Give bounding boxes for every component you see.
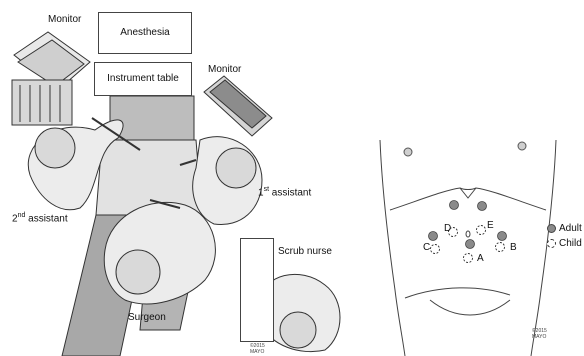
adult-port-e xyxy=(478,202,487,211)
legend-child: Child xyxy=(547,238,582,249)
port-label-e: E xyxy=(487,220,494,231)
child-port-e xyxy=(477,226,486,235)
adult-port-b xyxy=(498,232,507,241)
monitor-left-label: Monitor xyxy=(48,14,81,25)
second-assistant-label: 2nd assistant xyxy=(12,210,68,224)
port-map-panel: D E C B A Adult Child ©2015 MAYO xyxy=(360,0,584,356)
scrub-nurse-table-box xyxy=(240,238,274,342)
operating-room-mayo: MAYO xyxy=(250,349,264,355)
adult-port-a xyxy=(466,240,475,249)
adult-port-c xyxy=(429,232,438,241)
surgeon-label: Surgeon xyxy=(128,312,166,323)
nipple-right-icon xyxy=(518,142,526,150)
right-monitor-illustration xyxy=(204,76,272,136)
child-port-a xyxy=(464,254,473,263)
second-assistant-text: assistant xyxy=(25,213,67,224)
legend-adult-swatch xyxy=(547,224,556,233)
first-assistant-label: 1st assistant xyxy=(258,184,311,198)
legend-child-swatch xyxy=(547,239,556,248)
port-label-a: A xyxy=(477,253,484,264)
anesthesia-label: Anesthesia xyxy=(98,27,192,38)
port-map-mayo: MAYO xyxy=(532,334,546,340)
monitor-right-label: Monitor xyxy=(208,64,241,75)
port-label-b: B xyxy=(510,242,517,253)
abdomen-outline xyxy=(360,0,584,356)
operating-room-panel: Anesthesia Instrument table Monitor Moni… xyxy=(0,0,360,356)
legend-child-label: Child xyxy=(559,238,582,249)
first-assistant-text: assistant xyxy=(269,187,311,198)
left-monitor-illustration xyxy=(12,32,90,125)
port-label-d: D xyxy=(444,223,451,234)
child-port-b xyxy=(496,243,505,252)
legend-adult-label: Adult xyxy=(559,223,582,234)
nipple-left-icon xyxy=(404,148,412,156)
adult-port-d xyxy=(450,201,459,210)
scrub-nurse-label: Scrub nurse xyxy=(278,246,332,257)
child-port-c xyxy=(431,245,440,254)
legend-adult: Adult xyxy=(547,223,582,234)
port-label-c: C xyxy=(423,242,430,253)
instrument-table-label: Instrument table xyxy=(94,73,192,84)
